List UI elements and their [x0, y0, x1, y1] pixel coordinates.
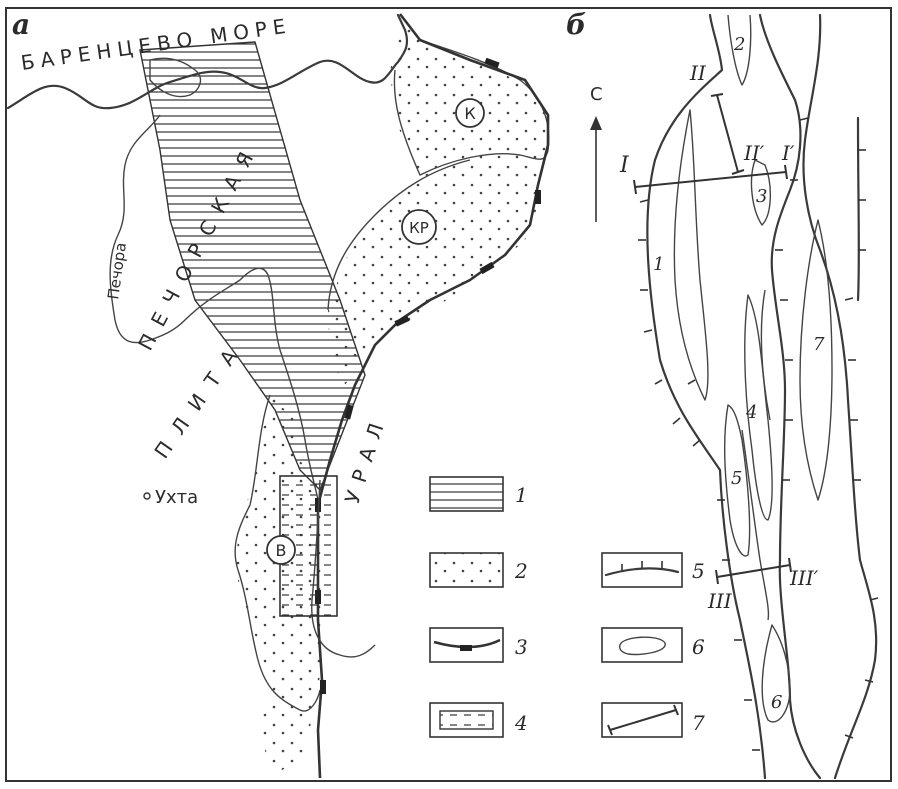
svg-text:4: 4	[514, 711, 528, 735]
city-ukhta: Ухта	[143, 487, 198, 508]
far-right-fault-2	[856, 116, 860, 302]
svg-text:К: К	[464, 104, 476, 123]
circle-kr: КР	[401, 209, 437, 245]
body-5	[723, 404, 751, 557]
body-6	[761, 624, 791, 723]
section-label-iii-start: III	[707, 589, 733, 613]
section-label-i-start: I	[619, 153, 630, 178]
section-label-iii-end: III′	[789, 566, 819, 590]
fault-ticks	[638, 117, 879, 751]
svg-text:2: 2	[514, 559, 528, 583]
coast-islands	[149, 57, 202, 98]
north-arrow: С	[590, 84, 603, 222]
svg-text:5: 5	[692, 559, 705, 583]
section-iii	[715, 557, 792, 585]
panel-b: б С	[566, 8, 879, 780]
dotted-region-north	[328, 18, 550, 385]
body-label-2: 2	[733, 34, 745, 55]
ural-label: УРАЛ	[340, 411, 392, 507]
body-4b	[760, 289, 771, 421]
legend-item-7: 7	[601, 702, 705, 738]
figure-frame	[5, 7, 892, 782]
svg-text:Ухта: Ухта	[155, 487, 198, 508]
svg-text:КР: КР	[409, 219, 429, 237]
body-label-1: 1	[653, 254, 664, 275]
svg-text:1: 1	[515, 483, 528, 507]
circle-k: К	[455, 98, 485, 128]
section-label-i-end: I′	[781, 141, 795, 165]
coastline	[6, 13, 409, 110]
body-1	[673, 109, 709, 401]
svg-text:3: 3	[515, 635, 528, 659]
section-label-ii-start: II	[689, 61, 707, 85]
svg-text:В: В	[276, 541, 287, 560]
legend-item-1: 1	[429, 476, 528, 512]
pechora-river	[109, 114, 319, 501]
legend-item-5: 5	[601, 552, 705, 588]
body-7	[799, 219, 833, 501]
body-label-3: 3	[756, 186, 767, 207]
section-label-ii-end: II′	[743, 141, 765, 165]
body-label-5: 5	[731, 468, 742, 489]
main-fault-left	[646, 13, 767, 780]
body-3	[750, 159, 772, 226]
panel-label-a: а	[12, 8, 30, 41]
legend-item-3: 3	[429, 627, 528, 663]
svg-text:6: 6	[692, 635, 705, 659]
legend-item-6: 6	[601, 627, 705, 663]
hatched-belt	[139, 41, 366, 492]
svg-text:7: 7	[692, 711, 705, 735]
svg-text:С: С	[590, 84, 603, 105]
legend-item-2: 2	[429, 552, 528, 588]
kr-boundary	[327, 159, 471, 311]
main-fault-right	[758, 13, 822, 780]
section-i	[633, 164, 788, 195]
body-2	[727, 14, 752, 86]
circle-v: В	[266, 535, 296, 565]
section-ii	[710, 93, 745, 175]
plate-label-2: ПЛИТА	[149, 334, 249, 463]
body-5b	[741, 429, 770, 621]
body-label-7: 7	[813, 334, 825, 355]
legend: 1 2 3 4 5 6	[429, 476, 705, 738]
legend-item-4: 4	[429, 702, 528, 738]
river-label: Печора	[104, 241, 130, 300]
panel-label-b: б	[566, 8, 586, 41]
body-label-4: 4	[745, 402, 757, 423]
body-label-6: 6	[771, 692, 782, 713]
v-boundary	[234, 394, 321, 712]
far-right-fault	[802, 13, 878, 780]
